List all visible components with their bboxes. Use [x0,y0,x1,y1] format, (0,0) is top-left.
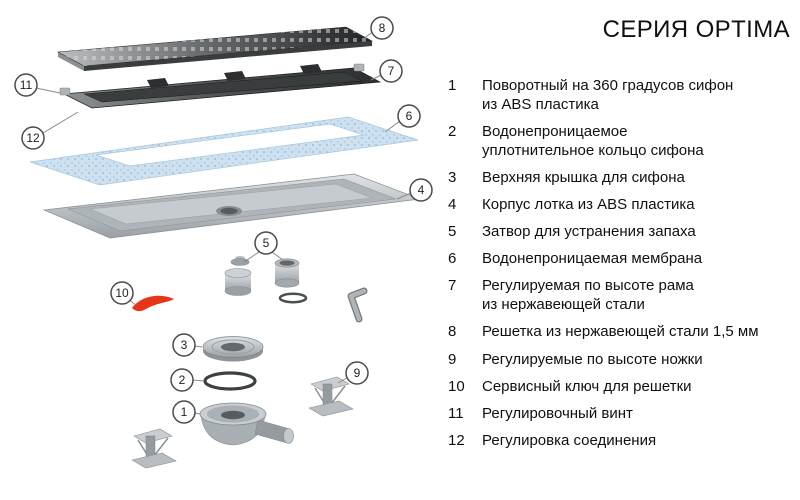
part-label: Затвор для устранения запаха [482,223,696,241]
callout-10: 10 [110,281,134,305]
part-row: 12 Регулировка соединения [448,431,790,450]
callout-4: 4 [409,178,433,202]
cover-ring-part [202,336,264,362]
part-label: Сервисный ключ для решетки [482,377,692,395]
frame-part [59,63,382,109]
svg-text:4: 4 [418,183,425,197]
svg-text:5: 5 [263,236,270,250]
svg-text:6: 6 [406,109,413,123]
part-row: 5 Затвор для устранения запаха [448,222,790,241]
o-ring-part [203,371,257,391]
svg-text:9: 9 [354,366,361,380]
callout-5: 5 [254,231,278,255]
callout-1: 1 [172,400,196,424]
foot-part [308,376,354,417]
frame-bracket [224,71,246,81]
tray-part [42,173,421,239]
service-key-part [132,295,174,312]
svg-text:10: 10 [115,286,129,300]
part-label: Водонепроницаемая мембрана [482,250,703,268]
part-number: 2 [448,123,457,141]
callout-6: 6 [397,104,421,128]
siphon-part [199,402,294,446]
frame-bracket [300,64,322,74]
adjust-screw-part [353,63,365,72]
part-row: 7 Регулируемая по высоте рама из нержаве… [448,276,790,314]
part-label: Водонепроницаемое уплотнительное кольцо … [482,123,704,160]
part-row: 9 Регулируемые по высоте ножки [448,350,790,369]
part-number: 4 [448,196,457,214]
svg-text:1: 1 [181,405,188,419]
part-label: Регулировка соединения [482,431,657,449]
part-label: Поворотный на 360 градусов сифон из ABS … [482,77,734,114]
svg-text:12: 12 [26,131,40,145]
part-label: Регулируемая по высоте рама из нержавеющ… [482,277,694,314]
leader-lines [35,32,412,415]
svg-text:7: 7 [388,64,395,78]
part-label: Корпус лотка из ABS пластика [482,196,695,214]
part-number: 12 [448,431,465,449]
part-row: 8 Решетка из нержавеющей стали 1,5 мм [448,322,790,341]
part-number: 6 [448,250,457,268]
exploded-diagram: 8 7 11 12 6 4 [14,16,433,469]
part-number: 7 [448,277,457,295]
part-number: 9 [448,350,457,368]
allen-key-icon [347,287,368,323]
odor-trap-part [224,256,308,304]
page-title: СЕРИЯ OPTIMA [602,16,790,43]
grate-part [56,26,374,71]
part-row: 11 Регулировочный винт [448,404,790,423]
membrane-part [29,116,419,186]
svg-text:2: 2 [179,373,186,387]
callout-7: 7 [379,59,403,83]
callout-2: 2 [170,368,194,392]
frame-bracket [147,78,169,88]
callout-9: 9 [345,361,369,385]
callout-8: 8 [370,16,394,40]
callout-12: 12 [21,126,45,150]
part-number: 3 [448,169,457,187]
part-row: 4 Корпус лотка из ABS пластика [448,195,790,214]
part-label: Регулируемые по высоте ножки [482,350,703,368]
part-row: 6 Водонепроницаемая мембрана [448,249,790,268]
part-number: 5 [448,223,457,241]
part-number: 11 [448,404,464,422]
adjust-screw-part [59,87,71,96]
callout-11: 11 [14,73,38,97]
part-number: 8 [448,323,457,341]
part-label: Решетка из нержавеющей стали 1,5 мм [482,323,759,341]
svg-text:8: 8 [379,21,386,35]
svg-text:11: 11 [20,78,33,92]
part-label: Верхняя крышка для сифона [482,169,685,187]
foot-part [131,428,177,469]
part-row: 2 Водонепроницаемое уплотнительное кольц… [448,122,790,160]
part-number: 10 [448,377,465,395]
part-row: 10 Сервисный ключ для решетки [448,377,790,396]
part-number: 1 [448,77,457,94]
parts-list: 1 Поворотный на 360 градусов сифон из AB… [448,76,790,450]
parts-panel: СЕРИЯ OPTIMA 1 Поворотный на 360 градусо… [448,16,790,450]
part-row: 3 Верхняя крышка для сифона [448,168,790,187]
part-label: Регулировочный винт [482,404,633,422]
svg-text:3: 3 [181,338,188,352]
part-row: 1 Поворотный на 360 градусов сифон из AB… [448,76,790,114]
callout-3: 3 [172,333,196,357]
